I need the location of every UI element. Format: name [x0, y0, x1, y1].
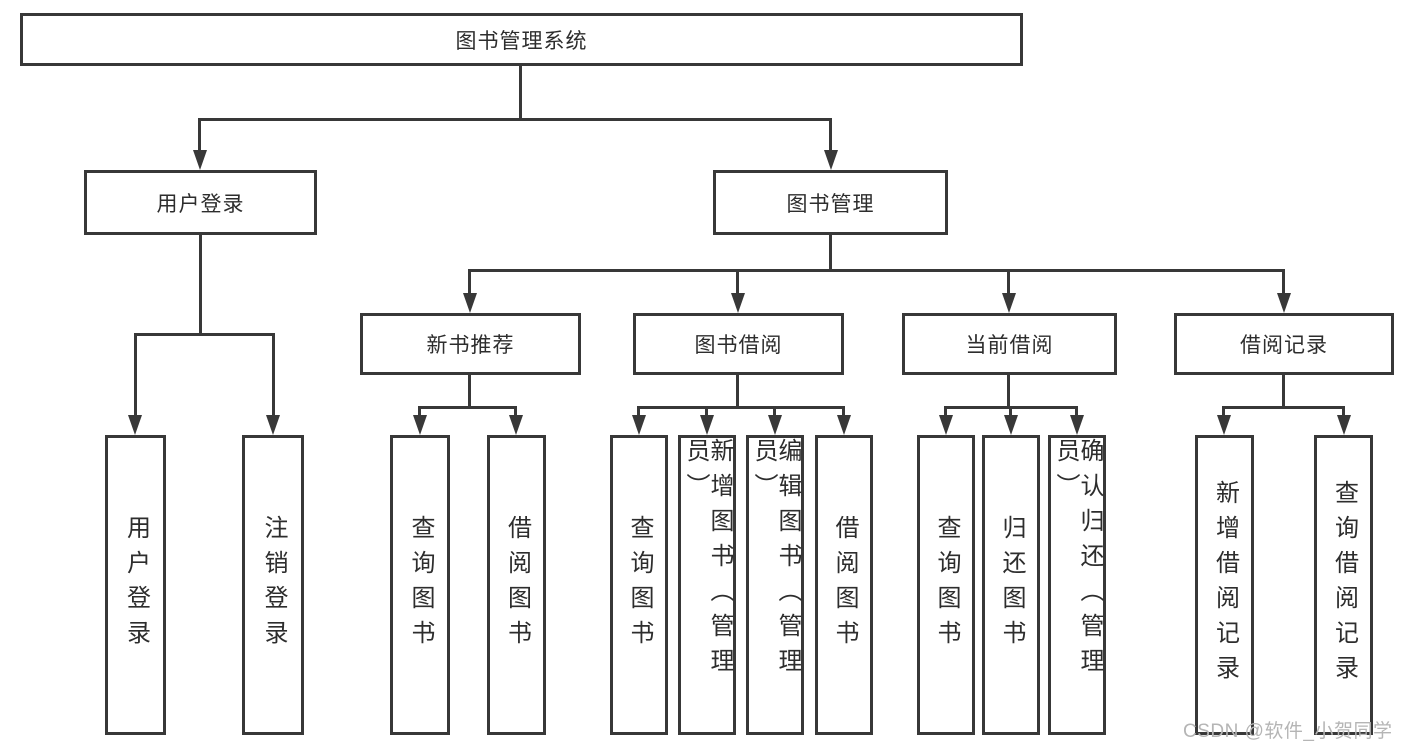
arrow-down-icon	[413, 415, 427, 435]
csdn-watermark: CSDN @软件_小贺同学	[1183, 721, 1393, 742]
arrow-down-icon	[128, 415, 142, 435]
leaf-new-books-borrow: 借阅图书	[487, 435, 546, 735]
connector-stub	[637, 406, 640, 417]
connector-level1-rail	[199, 118, 831, 121]
connector-stub	[705, 406, 708, 417]
leaf-current-borrow-return: 归还图书	[982, 435, 1040, 735]
node-book-borrow: 图书借阅	[633, 313, 844, 375]
leaf-book-borrow-edit: 编辑图书（管理员）	[746, 435, 804, 735]
leaf-borrow-records-query: 查询借阅记录	[1314, 435, 1373, 735]
connector-stub	[1009, 406, 1012, 417]
arrow-down-icon	[509, 415, 523, 435]
arrow-down-icon	[266, 415, 280, 435]
leaf-book-borrow-query: 查询图书	[610, 435, 668, 735]
connector-book-borrow-rail	[638, 406, 845, 409]
connector-borrow-records-trunk	[1282, 375, 1285, 408]
connector-to-book-mgmt	[829, 118, 832, 152]
connector-current-borrow-trunk	[1007, 375, 1010, 408]
arrow-down-icon	[463, 293, 477, 313]
node-user-login: 用户登录	[84, 170, 317, 235]
node-current-borrow: 当前借阅	[902, 313, 1117, 375]
arrow-down-icon	[939, 415, 953, 435]
connector-stub	[418, 406, 421, 417]
node-book-mgmt: 图书管理	[713, 170, 948, 235]
connector-stub	[1342, 406, 1345, 417]
leaf-current-borrow-query: 查询图书	[917, 435, 975, 735]
connector-borrow-records-rail	[1223, 406, 1345, 409]
connector-to-logout-leaf	[272, 333, 275, 417]
arrow-down-icon	[632, 415, 646, 435]
node-new-books: 新书推荐	[360, 313, 581, 375]
connector-stub	[773, 406, 776, 417]
leaf-borrow-records-add: 新增借阅记录	[1195, 435, 1254, 735]
connector-root-trunk	[519, 66, 522, 120]
connector-new-books-trunk	[468, 375, 471, 408]
connector-stub	[1222, 406, 1225, 417]
connector-to-book-borrow	[736, 269, 739, 296]
arrow-down-icon	[1277, 293, 1291, 313]
connector-stub	[842, 406, 845, 417]
connector-to-borrow-records	[1282, 269, 1285, 296]
arrow-down-icon	[700, 415, 714, 435]
arrow-down-icon	[1004, 415, 1018, 435]
node-borrow-records: 借阅记录	[1174, 313, 1394, 375]
connector-to-current-borrow	[1007, 269, 1010, 296]
leaf-current-borrow-confirm: 确认归还（管理员）	[1048, 435, 1106, 735]
connector-new-books-rail	[419, 406, 517, 409]
connector-level3-rail	[469, 269, 1284, 272]
arrow-down-icon	[824, 150, 838, 170]
connector-user-login-rail	[134, 333, 274, 336]
arrow-down-icon	[731, 293, 745, 313]
arrow-down-icon	[768, 415, 782, 435]
connector-user-login-trunk	[199, 235, 202, 335]
arrow-down-icon	[1217, 415, 1231, 435]
connector-stub	[514, 406, 517, 417]
node-root: 图书管理系统	[20, 13, 1023, 66]
leaf-new-books-query: 查询图书	[390, 435, 450, 735]
leaf-book-borrow-add: 新增图书（管理员）	[678, 435, 736, 735]
arrow-down-icon	[1070, 415, 1084, 435]
connector-stub	[1075, 406, 1078, 417]
arrow-down-icon	[1337, 415, 1351, 435]
connector-to-new-books	[468, 269, 471, 296]
connector-to-login-leaf	[134, 333, 137, 417]
arrow-down-icon	[837, 415, 851, 435]
leaf-book-borrow-borrow: 借阅图书	[815, 435, 873, 735]
leaf-user-login: 用户登录	[105, 435, 166, 735]
leaf-logout: 注销登录	[242, 435, 304, 735]
connector-stub	[944, 406, 947, 417]
arrow-down-icon	[193, 150, 207, 170]
connector-book-mgmt-trunk	[829, 235, 832, 272]
connector-to-user-login	[198, 118, 201, 152]
connector-book-borrow-trunk	[736, 375, 739, 408]
arrow-down-icon	[1002, 293, 1016, 313]
